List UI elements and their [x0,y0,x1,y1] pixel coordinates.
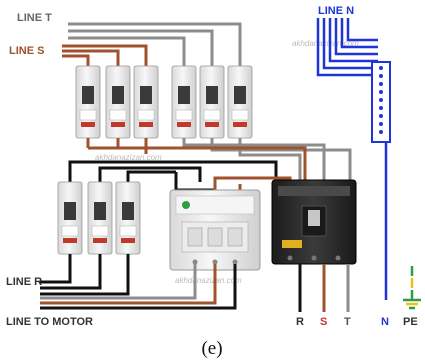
label-line-r: LINE R [6,276,42,288]
busbar-screws [379,66,383,134]
mcb-top-4 [171,65,197,139]
rst-wires [298,264,350,312]
terminal-s: S [320,316,327,328]
label-line-t: LINE T [17,12,52,24]
bottom-breaker-row [57,181,141,255]
mcb-top-6 [227,65,253,139]
terminal-t: T [344,316,351,328]
mccb-breaker [271,179,357,265]
mcb-bottom-2 [87,181,113,255]
mcb-top-1 [75,65,101,139]
watermark-bottom: akhdanazizan.com [175,276,242,285]
terminal-r: R [296,316,304,328]
contactor-logo-icon [182,201,190,209]
mcb-bottom-3 [115,181,141,255]
label-line-s: LINE S [9,45,44,57]
label-line-to-motor: LINE TO MOTOR [6,316,93,328]
contactor [169,189,261,271]
watermark-middle: akhdanazizan.com [95,153,162,162]
earth-icon [403,266,421,310]
watermark-top: akhdanazizan.com [292,39,359,48]
mcb-top-3 [133,65,159,139]
figure-caption: (e) [201,338,222,359]
top-breaker-row [75,65,253,139]
mcb-top-2 [105,65,131,139]
terminal-n: N [381,316,389,328]
top-output-wires [86,138,352,182]
line-t-wires [68,22,242,68]
mcb-top-5 [199,65,225,139]
label-line-n: LINE N [318,5,354,17]
terminal-pe: PE [403,316,418,328]
line-s-wires [62,44,148,68]
motor-wires [40,254,237,310]
mcb-bottom-1 [57,181,83,255]
